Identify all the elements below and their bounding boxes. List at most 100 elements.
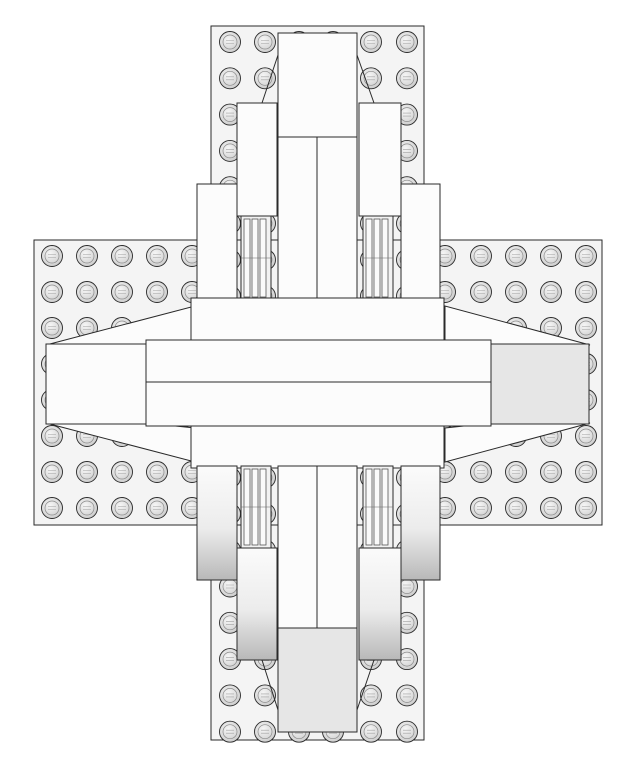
top-cap-edge-right	[356, 54, 375, 104]
stud-icon	[396, 31, 418, 53]
stud-outer	[396, 67, 418, 90]
stud-ring	[508, 248, 524, 264]
bearing-icon	[240, 465, 272, 549]
stud-logo	[477, 254, 485, 258]
stud-icon	[76, 281, 98, 303]
stud-ring	[79, 500, 95, 516]
stud-outer	[360, 67, 382, 90]
stud-ring	[44, 464, 60, 480]
stud-outer	[254, 720, 276, 743]
stud-logo	[547, 506, 555, 510]
stud-outer	[470, 281, 492, 303]
stud-ring	[44, 428, 60, 444]
stud-logo	[261, 693, 269, 698]
stud-icon	[146, 281, 168, 303]
stud-logo	[226, 693, 234, 698]
stud-logo	[403, 657, 411, 661]
stud-logo	[512, 254, 520, 258]
stud-logo	[226, 76, 234, 81]
stud-ring	[44, 320, 60, 336]
stud-outer	[540, 245, 562, 267]
stud-icon	[575, 317, 597, 339]
mechanism-parts	[45, 32, 591, 733]
stud-ring	[257, 34, 273, 50]
stud-logo	[403, 729, 411, 734]
stud-icon	[360, 720, 382, 743]
stud-ring	[114, 248, 130, 264]
stud-logo	[582, 254, 590, 258]
stud-logo	[477, 506, 485, 510]
shaft-end-right	[490, 343, 590, 425]
stud-logo	[83, 470, 91, 474]
stud-outer	[396, 31, 418, 53]
stud-outer	[470, 245, 492, 267]
stud-ring	[114, 284, 130, 300]
stud-ring	[44, 500, 60, 516]
stud-logo	[226, 40, 234, 44]
stud-logo	[226, 621, 234, 625]
stud-icon	[505, 497, 527, 519]
stud-ring	[543, 284, 559, 300]
stud-outer	[540, 497, 562, 519]
stud-outer	[254, 684, 276, 707]
stud-logo	[512, 506, 520, 510]
stud-outer	[111, 497, 133, 519]
stud-logo	[547, 254, 555, 258]
stud-icon	[360, 684, 382, 707]
shaft-horizontal	[145, 339, 492, 427]
stud-ring	[79, 248, 95, 264]
stud-outer	[219, 31, 241, 53]
stud-icon	[76, 245, 98, 267]
stud-ring	[508, 500, 524, 516]
stud-outer	[254, 67, 276, 90]
stud-outer	[76, 281, 98, 303]
stud-logo	[441, 470, 449, 474]
stud-logo	[188, 290, 196, 294]
stud-icon	[254, 67, 276, 90]
stud-icon	[360, 31, 382, 53]
stud-icon	[41, 317, 63, 339]
stud-icon	[470, 245, 492, 267]
stud-icon	[219, 67, 241, 90]
stud-outer	[111, 281, 133, 303]
stud-ring	[222, 34, 238, 50]
stud-outer	[575, 281, 597, 303]
stud-logo	[118, 470, 126, 474]
stud-logo	[512, 290, 520, 294]
bearing-icon	[240, 215, 272, 301]
stud-outer	[41, 461, 63, 483]
block-upper-left	[236, 102, 278, 217]
stud-icon	[41, 281, 63, 303]
stud-logo	[188, 506, 196, 510]
stud-logo	[547, 290, 555, 294]
stud-logo	[403, 112, 411, 117]
stud-logo	[226, 729, 234, 734]
stud-outer	[219, 67, 241, 90]
stud-logo	[403, 76, 411, 81]
stud-icon	[470, 461, 492, 483]
stud-logo	[547, 470, 555, 474]
stud-logo	[582, 434, 590, 438]
stud-outer	[76, 245, 98, 267]
stud-icon	[505, 461, 527, 483]
stud-icon	[540, 245, 562, 267]
stud-ring	[222, 688, 238, 703]
stud-logo	[441, 506, 449, 510]
stud-logo	[403, 149, 411, 153]
stud-icon	[111, 461, 133, 483]
stud-outer	[470, 497, 492, 519]
stud-ring	[578, 284, 594, 300]
stud-ring	[114, 500, 130, 516]
stud-outer	[360, 31, 382, 53]
stud-outer	[360, 684, 382, 707]
stud-ring	[363, 688, 379, 703]
stud-icon	[254, 31, 276, 53]
stud-logo	[188, 470, 196, 474]
stud-outer	[254, 31, 276, 53]
stud-icon	[219, 720, 241, 743]
stud-outer	[505, 245, 527, 267]
stud-logo	[48, 506, 56, 510]
stud-icon	[470, 497, 492, 519]
stud-outer	[505, 497, 527, 519]
stud-logo	[547, 326, 555, 330]
